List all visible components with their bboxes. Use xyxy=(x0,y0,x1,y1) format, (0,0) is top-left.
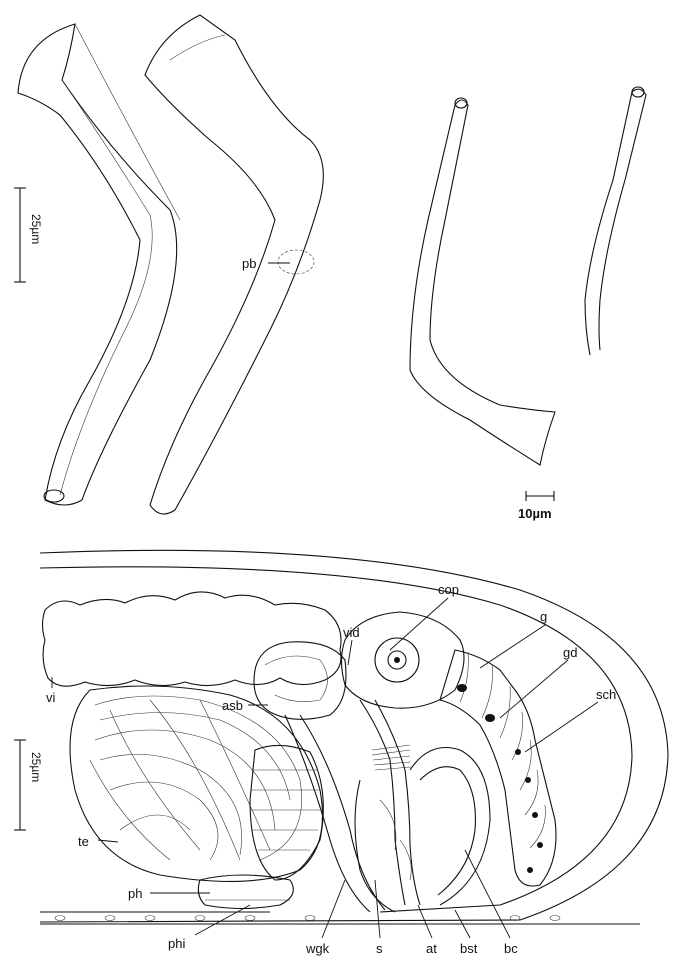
scale-bar-top-left: 25µm xyxy=(14,187,43,283)
central-ducts xyxy=(354,699,491,913)
label-sch: sch xyxy=(596,687,616,702)
label-g: g xyxy=(540,609,547,624)
leader-lines xyxy=(51,262,599,939)
body-wall xyxy=(39,549,669,925)
label-asb: asb xyxy=(222,698,243,713)
label-vid: vid xyxy=(343,625,360,640)
accessory-bulb xyxy=(253,641,386,913)
label-gd: gd xyxy=(563,645,577,660)
stylet-outline-left xyxy=(17,23,181,506)
vitellarium xyxy=(41,591,342,687)
scale-label-top-left: 25µm xyxy=(29,214,43,244)
label-s: s xyxy=(376,941,383,956)
stylet-stippled xyxy=(144,14,324,515)
stylet-outline-right xyxy=(409,97,556,466)
label-cop: cop xyxy=(438,582,459,597)
testis xyxy=(69,685,323,910)
label-phi: phi xyxy=(168,936,185,951)
scale-label-top-right: 10µm xyxy=(518,506,552,521)
scale-bar-bottom: 25µm xyxy=(14,739,43,831)
scale-bar-top-right: 10µm xyxy=(518,491,555,521)
label-bc: bc xyxy=(504,941,518,956)
labels: pb cop vid g gd sch asb vi te ph phi wgk… xyxy=(46,256,616,956)
label-vi: vi xyxy=(46,690,56,705)
label-te: te xyxy=(78,834,89,849)
label-at: at xyxy=(426,941,437,956)
label-ph: ph xyxy=(128,886,142,901)
label-wgk: wgk xyxy=(305,941,330,956)
germarium xyxy=(340,611,557,887)
label-bst: bst xyxy=(460,941,478,956)
label-pb: pb xyxy=(242,256,256,271)
scale-label-bottom: 25µm xyxy=(29,752,43,782)
seminal-segments xyxy=(249,744,324,881)
stylet-outline-far-right xyxy=(584,86,647,356)
